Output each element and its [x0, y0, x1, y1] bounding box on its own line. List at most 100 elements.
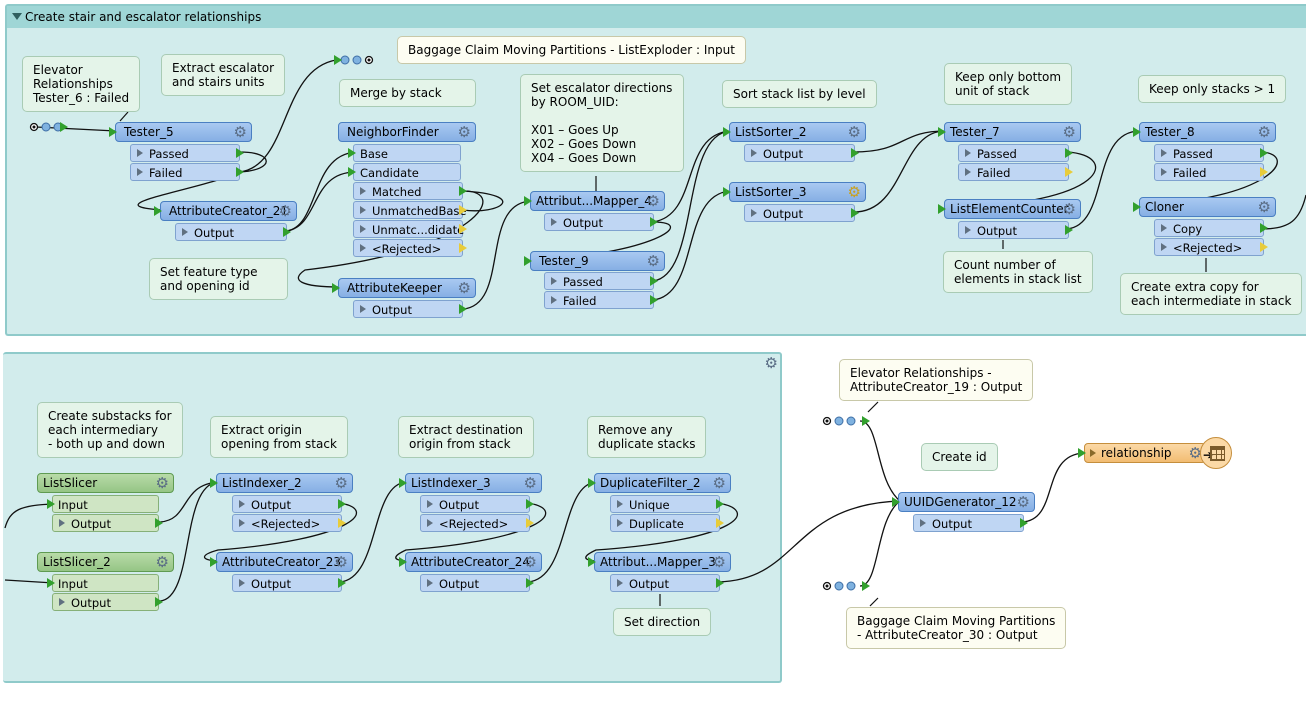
transformer-attributecreator24[interactable]: AttributeCreator_24 ⚙ — [405, 552, 542, 572]
transformer-cloner[interactable]: Cloner ⚙ — [1139, 197, 1276, 217]
output-port-unmatchedbase[interactable]: UnmatchedBase — [353, 201, 466, 219]
gear-icon[interactable]: ⚙ — [334, 474, 348, 492]
output-port-icon[interactable] — [1065, 225, 1073, 235]
transformer-tester8[interactable]: Tester_8 ⚙ — [1139, 122, 1276, 142]
input-port-icon[interactable] — [723, 187, 731, 197]
gear-icon[interactable]: ⚙ — [523, 553, 537, 571]
transformer-listslicer[interactable]: ListSlicer ⚙ — [37, 473, 174, 493]
output-port-passed[interactable]: Passed — [1154, 144, 1264, 162]
output-port-icon[interactable] — [716, 578, 724, 588]
output-port-output[interactable]: Output — [744, 144, 855, 162]
transformer-listsorter3[interactable]: ListSorter_3 ⚙ — [729, 182, 866, 202]
output-port-failed[interactable]: Failed — [544, 291, 654, 309]
gear-icon[interactable]: ⚙ — [233, 123, 247, 141]
output-port-icon[interactable] — [1260, 167, 1268, 177]
gear-icon[interactable]: ⚙ — [1257, 123, 1271, 141]
gear-icon[interactable]: ⚙ — [847, 123, 861, 141]
output-port-icon[interactable] — [650, 276, 658, 286]
transformer-listsorter2[interactable]: ListSorter_2 ⚙ — [729, 122, 866, 142]
gear-icon[interactable]: ⚙ — [646, 252, 660, 270]
output-port-icon[interactable] — [459, 243, 467, 253]
output-port-failed[interactable]: Failed — [130, 163, 240, 181]
output-port-icon[interactable] — [283, 227, 291, 237]
output-port-output[interactable]: Output — [744, 204, 855, 222]
output-port-passed[interactable]: Passed — [958, 144, 1069, 162]
output-port-icon[interactable] — [459, 224, 467, 234]
input-port-input[interactable]: Input — [52, 574, 159, 592]
input-port-icon[interactable] — [1133, 202, 1141, 212]
output-port-duplicate[interactable]: Duplicate — [610, 514, 720, 532]
input-port-icon[interactable] — [332, 283, 340, 293]
input-port-icon[interactable] — [1133, 127, 1141, 137]
output-port-icon[interactable] — [851, 208, 859, 218]
input-port-icon[interactable] — [938, 127, 946, 137]
input-port-icon[interactable] — [348, 167, 356, 177]
input-port-icon[interactable] — [399, 557, 407, 567]
output-port-icon[interactable] — [459, 186, 467, 196]
output-port-output[interactable]: Output — [420, 495, 530, 513]
collapse-triangle-icon[interactable] — [12, 13, 22, 20]
output-port-icon[interactable] — [155, 597, 163, 607]
output-port-rejected[interactable]: <Rejected> — [1154, 238, 1264, 256]
gear-icon[interactable]: ⚙ — [155, 474, 169, 492]
gear-icon[interactable]: ⚙ — [712, 474, 726, 492]
output-port-rejected[interactable]: <Rejected> — [420, 514, 530, 532]
input-port-icon[interactable] — [588, 557, 596, 567]
transformer-listslicer2[interactable]: ListSlicer_2 ⚙ — [37, 552, 174, 572]
output-port-icon[interactable] — [155, 518, 163, 528]
output-port-icon[interactable] — [1260, 223, 1268, 233]
output-port-output[interactable]: Output — [52, 514, 159, 532]
gear-icon[interactable]: ⚙ — [457, 123, 471, 141]
output-port-output[interactable]: Output — [353, 300, 463, 318]
gear-icon[interactable]: ⚙ — [334, 553, 348, 571]
output-port-icon[interactable] — [716, 499, 724, 509]
gear-icon[interactable]: ⚙ — [1257, 198, 1271, 216]
transformer-attributecreator21[interactable]: AttributeCreator_21 ⚙ — [160, 201, 297, 221]
output-port-output[interactable]: Output — [958, 221, 1069, 239]
input-port-icon[interactable] — [938, 204, 946, 214]
output-port-output[interactable]: Output — [52, 593, 159, 611]
output-port-icon[interactable] — [459, 304, 467, 314]
output-port-icon[interactable] — [851, 148, 859, 158]
output-port-unique[interactable]: Unique — [610, 495, 720, 513]
output-port-output[interactable]: Output — [232, 574, 342, 592]
gear-icon[interactable]: ⚙ — [1016, 493, 1030, 511]
output-port-icon[interactable] — [1065, 167, 1073, 177]
input-port-icon[interactable] — [210, 478, 218, 488]
input-port-icon[interactable] — [210, 557, 218, 567]
transformer-listelementcounter[interactable]: ListElementCounter ⚙ — [944, 199, 1081, 219]
output-port-output[interactable]: Output — [913, 514, 1024, 532]
output-port-icon[interactable] — [1260, 242, 1268, 252]
output-port-icon[interactable] — [526, 499, 534, 509]
output-port-rejected[interactable]: <Rejected> — [353, 239, 463, 257]
table-writer-icon[interactable]: ➔ — [1200, 437, 1232, 469]
input-port-icon[interactable] — [524, 196, 532, 206]
output-port-icon[interactable] — [236, 167, 244, 177]
gear-icon[interactable]: ⚙ — [1188, 444, 1202, 462]
transformer-attributemapper4[interactable]: Attribut...Mapper_4 ⚙ — [530, 191, 665, 211]
transformer-attributekeeper[interactable]: AttributeKeeper ⚙ — [338, 278, 476, 298]
input-port-icon[interactable] — [109, 127, 117, 137]
output-port-icon[interactable] — [1020, 518, 1028, 528]
output-port-copy[interactable]: Copy — [1154, 219, 1264, 237]
output-port-icon[interactable] — [526, 578, 534, 588]
output-port-unmatchedcandidate[interactable]: Unmatc...didate — [353, 220, 464, 238]
output-port-icon[interactable] — [1260, 148, 1268, 158]
gear-icon[interactable]: ⚙ — [457, 279, 471, 297]
input-port-candidate[interactable]: Candidate — [353, 163, 461, 181]
input-port-icon[interactable] — [348, 148, 356, 158]
output-port-icon[interactable] — [459, 205, 467, 215]
transformer-uuidgenerator12[interactable]: UUIDGenerator_12 ⚙ — [898, 492, 1035, 512]
output-port-output[interactable]: Output — [544, 213, 654, 231]
output-port-icon[interactable] — [1065, 148, 1073, 158]
output-port-icon[interactable] — [338, 578, 346, 588]
output-port-icon[interactable] — [716, 518, 724, 528]
transformer-tester7[interactable]: Tester_7 ⚙ — [944, 122, 1081, 142]
input-port-icon[interactable] — [47, 578, 55, 588]
input-port-icon[interactable] — [399, 478, 407, 488]
transformer-attributemapper3[interactable]: Attribut...Mapper_3 ⚙ — [594, 552, 731, 572]
output-port-rejected[interactable]: <Rejected> — [232, 514, 342, 532]
gear-icon[interactable]: ⚙ — [712, 553, 726, 571]
gear-icon[interactable]: ⚙ — [278, 202, 292, 220]
output-port-failed[interactable]: Failed — [1154, 163, 1264, 181]
